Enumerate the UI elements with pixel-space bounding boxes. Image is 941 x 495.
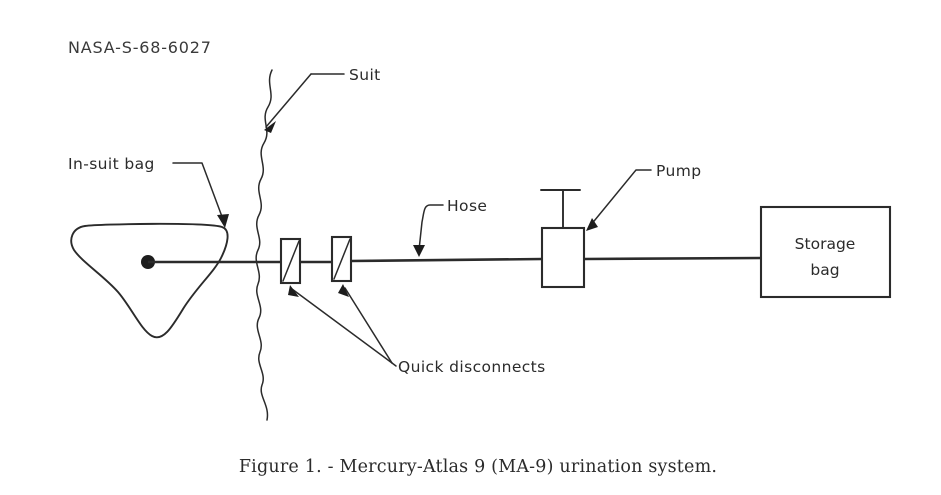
quick-disconnect-2-arrowhead (338, 284, 349, 297)
quick-disconnect-leader-1 (291, 288, 393, 364)
quick-disconnect-1-diagonal (282, 240, 300, 282)
pump-body (540, 226, 586, 289)
document-id-text: NASA-S-68-6027 (68, 38, 212, 57)
quick-disconnect-leader-2 (344, 287, 393, 364)
pump-arrowhead (586, 218, 598, 231)
storage-bag-box (759, 205, 892, 299)
in-suit-bag-arrowhead (217, 214, 229, 228)
pump-leader-line (589, 169, 652, 227)
hose-leader-line (418, 204, 444, 251)
hose-label: Hose (447, 197, 487, 215)
suit-arrowhead (264, 121, 276, 133)
storage-bag-label-line1: Storage (795, 235, 856, 253)
quick-disconnects-leader-line (391, 362, 397, 367)
in-suit-bag-label: In-suit bag (68, 155, 155, 173)
hose-arrowhead (413, 245, 425, 257)
suit-wavy-line (255, 69, 273, 421)
pump-label: Pump (656, 162, 701, 180)
in-suit-bag-shape (70, 222, 229, 339)
quick-disconnect-2-diagonal (333, 238, 351, 280)
suit-leader-arrow-shaft (265, 73, 312, 128)
storage-bag-label-line2: bag (810, 261, 839, 279)
hose-line-qd2-to-pump (349, 257, 544, 263)
figure-caption: Figure 1. - Mercury-Atlas 9 (MA-9) urina… (239, 457, 717, 477)
in-suit-bag-leader-line (172, 162, 225, 223)
quick-disconnects-label: Quick disconnects (398, 358, 546, 376)
suit-label: Suit (349, 66, 381, 84)
quick-disconnect-1-arrowhead (288, 285, 299, 297)
hose-line-pump-to-storage (583, 256, 763, 261)
